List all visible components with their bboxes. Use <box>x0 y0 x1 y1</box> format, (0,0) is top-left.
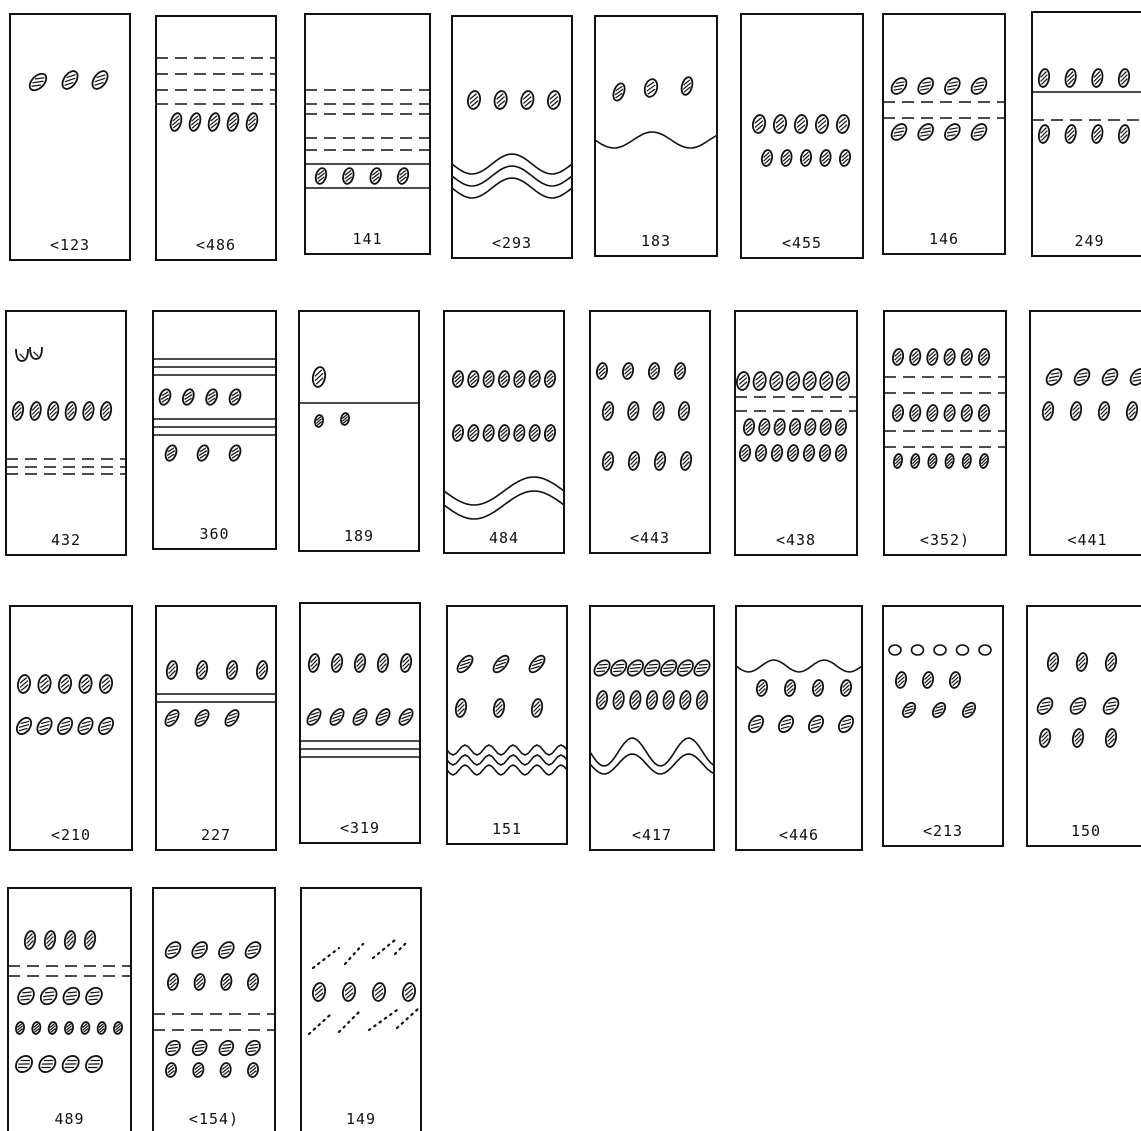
panel: 151 <box>447 606 567 844</box>
panel-number-label: 227 <box>201 826 231 844</box>
panel-frame <box>590 311 710 553</box>
panel-number-label: 484 <box>489 529 519 547</box>
panel-frame <box>741 14 863 258</box>
panel-frame <box>1027 606 1141 846</box>
panel: <154) <box>153 888 275 1131</box>
panel-frame <box>305 14 430 254</box>
panel-number-label: <441 <box>1067 531 1107 549</box>
grain-mark <box>889 645 901 655</box>
panel-pattern <box>1035 652 1122 747</box>
panel-number-label: <213 <box>923 822 963 840</box>
panel: 227 <box>156 606 276 850</box>
panel: 149 <box>301 888 421 1131</box>
panel-frame <box>299 311 419 551</box>
panel-number-label: 149 <box>346 1110 376 1128</box>
grain-mark <box>30 347 42 359</box>
panel-frame <box>153 311 276 549</box>
panel: <417 <box>590 606 714 850</box>
grain-mark <box>979 645 991 655</box>
panel-number-label: <417 <box>632 826 672 844</box>
panel-number-label: 150 <box>1071 822 1101 840</box>
panel-frame <box>301 888 421 1131</box>
panel: 189 <box>299 311 419 551</box>
panel: <213 <box>883 606 1003 846</box>
panel-frame <box>590 606 714 850</box>
panel: <443 <box>590 311 710 553</box>
panel-frame <box>883 606 1003 846</box>
grain-mark <box>957 645 969 655</box>
panel-number-label: <352) <box>920 531 970 549</box>
panel: 249 <box>1032 12 1141 256</box>
panel-number-label: 489 <box>54 1110 84 1128</box>
panel: 360 <box>153 311 276 549</box>
panel-frame <box>10 14 130 260</box>
panel-frame <box>6 311 126 555</box>
panel-number-label: 189 <box>344 527 374 545</box>
panel-frame <box>452 16 572 258</box>
panel-number-label: 141 <box>352 230 382 248</box>
panel: 141 <box>305 14 430 254</box>
panel: <438 <box>735 311 857 555</box>
panel: 183 <box>595 16 717 256</box>
panel: <293 <box>452 16 572 258</box>
panel: <441 <box>1030 311 1141 555</box>
panel: 484 <box>444 311 564 553</box>
panel-frame <box>156 16 276 260</box>
panel-number-label: <319 <box>340 819 380 837</box>
grain-mark <box>912 645 924 655</box>
panel-number-label: <293 <box>492 234 532 252</box>
panel-number-label: <446 <box>779 826 819 844</box>
panel: <455 <box>741 14 863 258</box>
panel: <319 <box>300 603 420 843</box>
panel: 146 <box>883 14 1005 254</box>
grain-mark <box>934 645 946 655</box>
panel-number-label: 249 <box>1074 232 1104 250</box>
panel: <446 <box>736 606 862 850</box>
panel-number-label: <455 <box>782 234 822 252</box>
panel-number-label: <210 <box>51 826 91 844</box>
panel-frame <box>447 606 567 844</box>
panel-number-label: 432 <box>51 531 81 549</box>
panel-frame <box>595 16 717 256</box>
panel-number-label: <443 <box>630 529 670 547</box>
panel: 432 <box>6 311 126 555</box>
panel: <210 <box>10 606 132 850</box>
panel-frame <box>884 311 1006 555</box>
panel-number-label: 183 <box>641 232 671 250</box>
panel-number-label: <123 <box>50 236 90 254</box>
panel-number-label: 360 <box>199 525 229 543</box>
panel: 150 <box>1027 606 1141 846</box>
panel: <486 <box>156 16 276 260</box>
grain-mark <box>16 349 28 361</box>
panel-frame <box>8 888 131 1131</box>
panel: <123 <box>10 14 130 260</box>
panel: 489 <box>8 888 131 1131</box>
panel: <352) <box>884 311 1006 555</box>
panel-number-label: 146 <box>929 230 959 248</box>
panel-number-label: 151 <box>492 820 522 838</box>
panel-number-label: <438 <box>776 531 816 549</box>
panel-frame <box>156 606 276 850</box>
panel-frame <box>1030 311 1141 555</box>
panel-frame <box>153 888 275 1131</box>
panel-number-label: <154) <box>189 1110 239 1128</box>
panel-number-label: <486 <box>196 236 236 254</box>
